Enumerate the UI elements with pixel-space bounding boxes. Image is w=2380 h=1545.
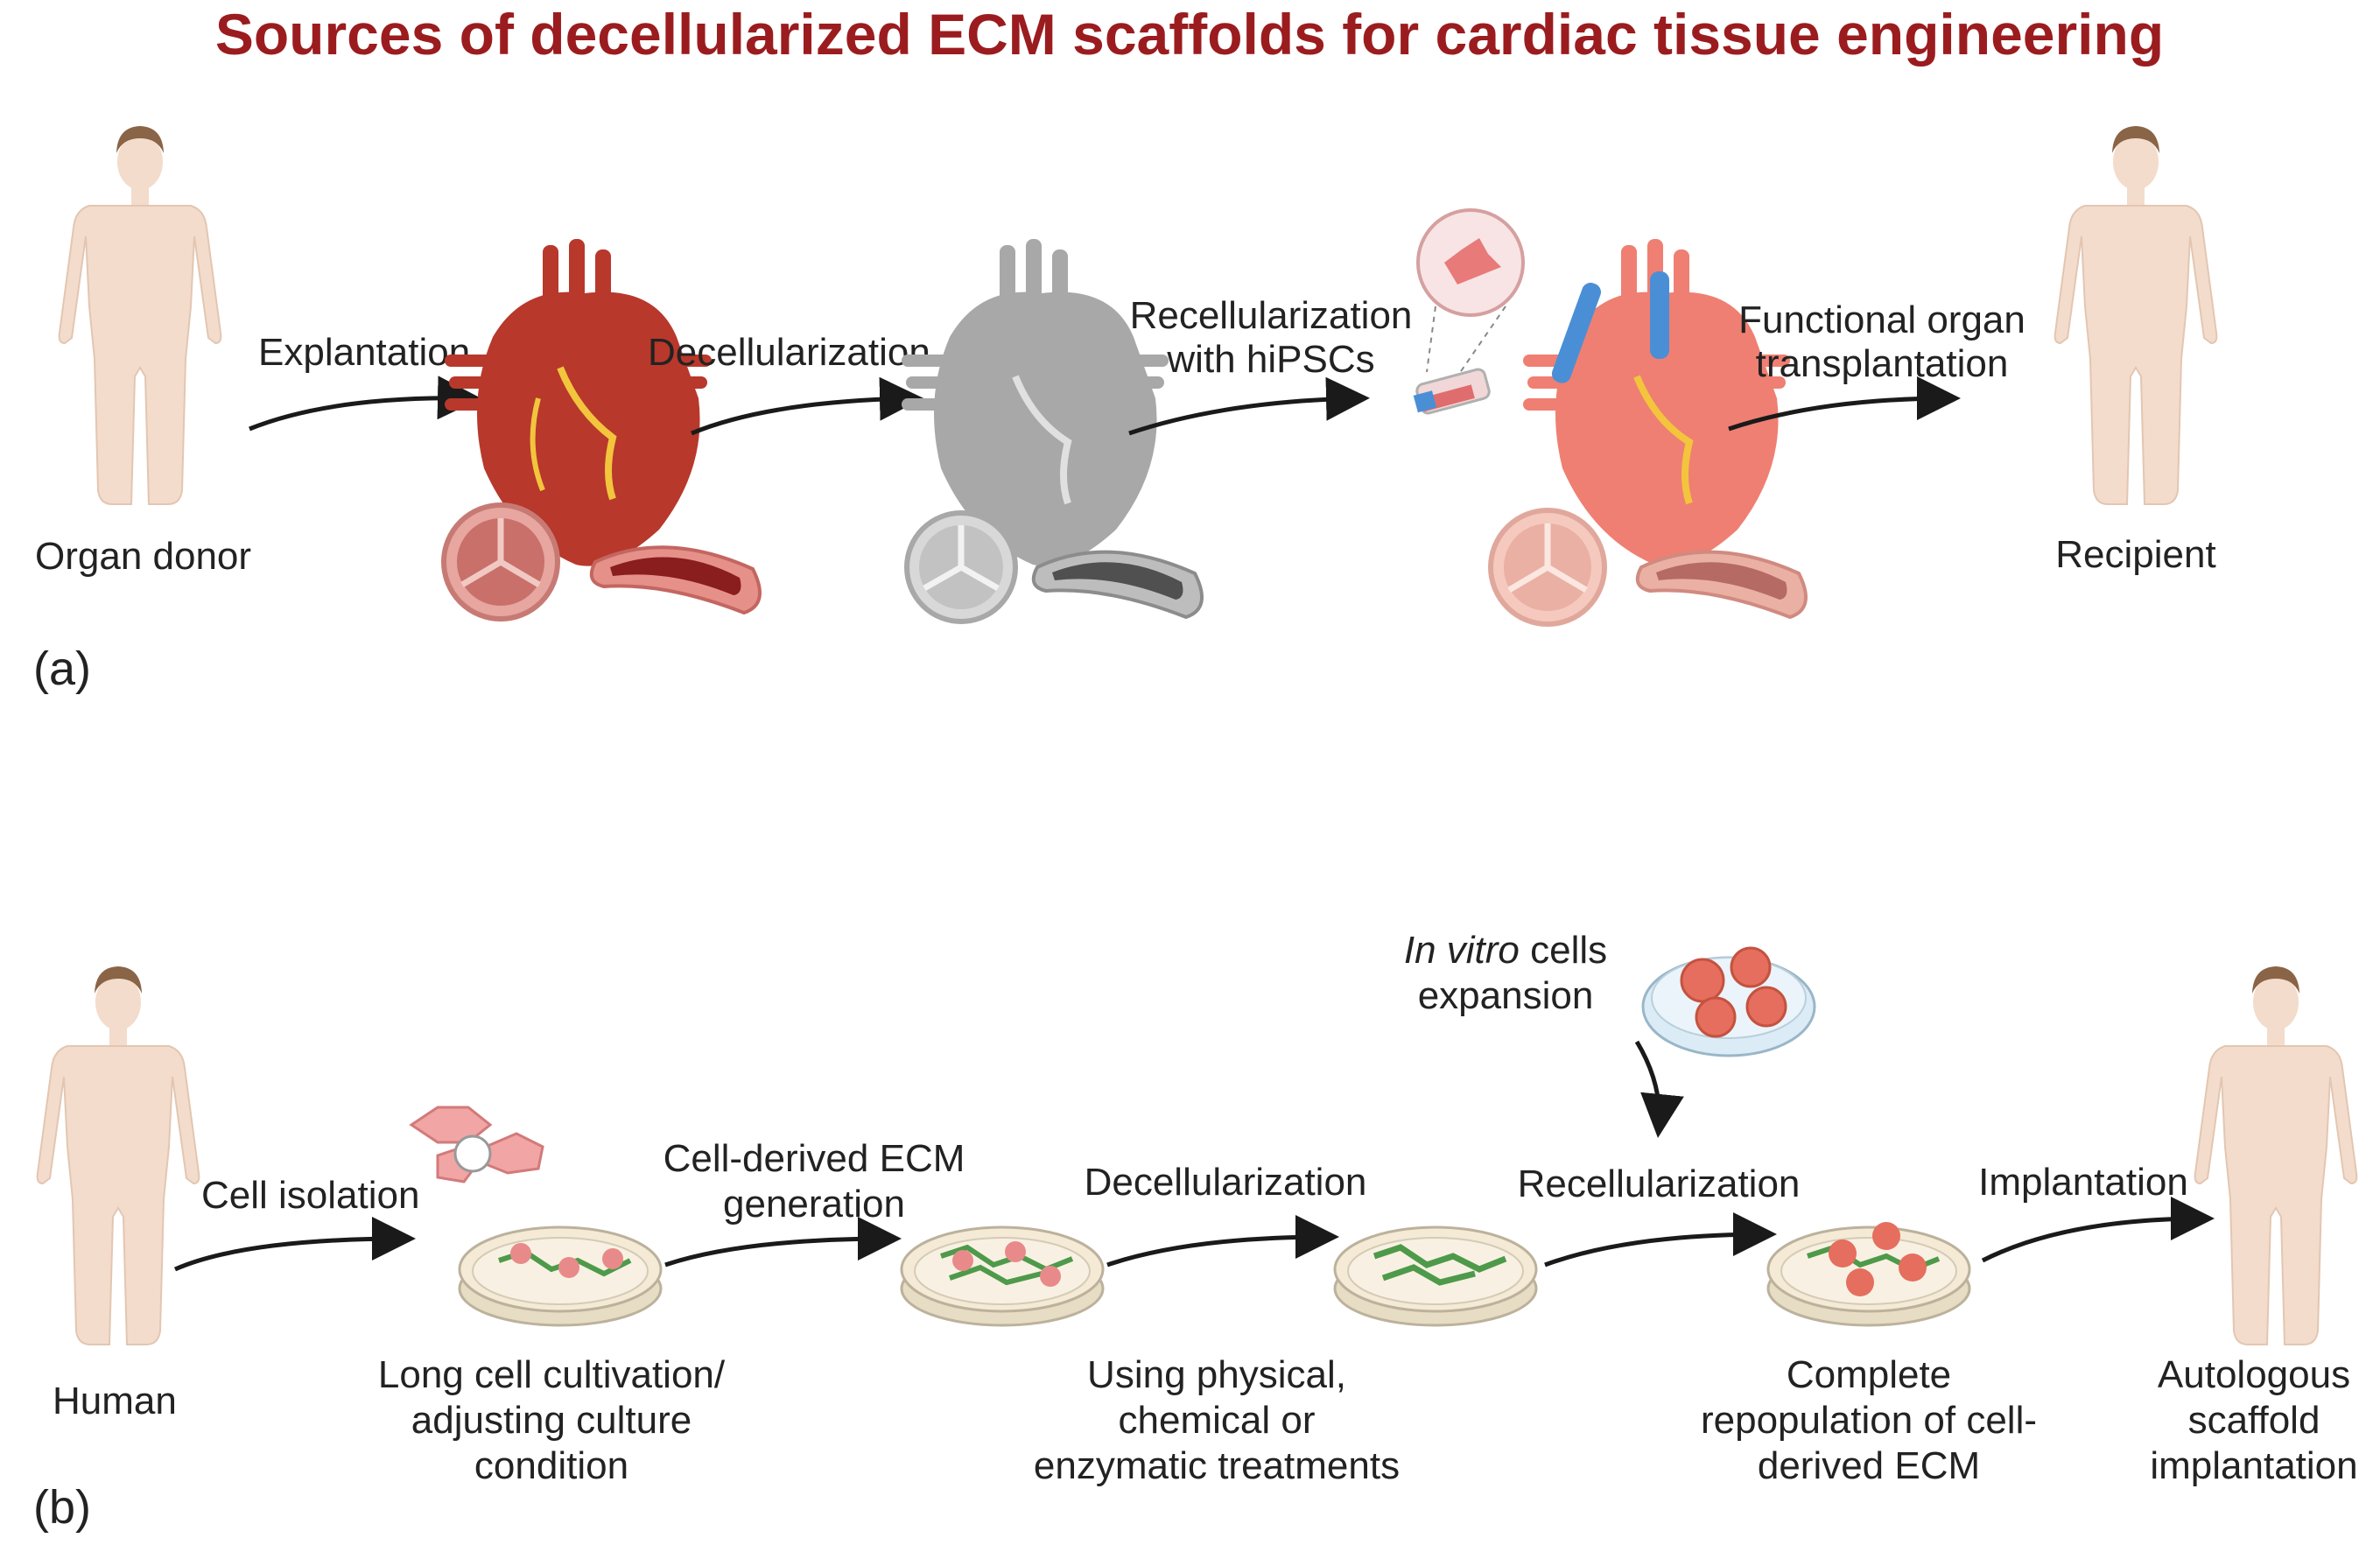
- explantation-label: Explantation: [258, 331, 470, 374]
- recellularized-heart-icon: [1523, 239, 1790, 566]
- repopulation-caption-line2: repopulation of cell-: [1701, 1399, 2037, 1442]
- decellularization-label-a: Decellularization: [648, 331, 930, 374]
- recellularized-vessel-icon: [1635, 550, 1808, 620]
- transplantation-label-line2: transplantation: [1756, 342, 2009, 385]
- cell-isolation-label: Cell isolation: [201, 1174, 419, 1217]
- native-heart-icon: [445, 239, 712, 566]
- implantation-arrow: [1981, 1197, 2215, 1263]
- recellularization-label-a-line1: Recellularization: [1130, 294, 1413, 337]
- decellularization-arrow-a: [691, 376, 923, 436]
- hipsc-cell-zoom-icon: [1416, 208, 1525, 377]
- in-vitro-expansion-label-line1: In vitro cells: [1404, 929, 1607, 972]
- treatments-caption-line3: enzymatic treatments: [1034, 1444, 1400, 1487]
- panel-a: Organ donor Explantation Decellularizati…: [33, 125, 2218, 695]
- decellularized-heart-icon: [902, 239, 1169, 566]
- in-vitro-italic: In vitro: [1404, 929, 1520, 972]
- cell-isolation-arrow: [173, 1217, 416, 1272]
- treatments-caption-line2: chemical or: [1119, 1399, 1316, 1442]
- recipient-label: Recipient: [2055, 533, 2215, 576]
- human-label: Human: [53, 1380, 177, 1422]
- panel-b: Human Cell isolation Long cell cultivati…: [33, 929, 2358, 1534]
- figure-title: Sources of decellularized ECM scaffolds …: [215, 2, 2164, 67]
- treatments-caption-line1: Using physical,: [1087, 1353, 1346, 1396]
- autologous-caption-line2: scaffold: [2188, 1399, 2320, 1442]
- expansion-arrow: [1634, 1040, 1684, 1138]
- cultivation-dish-icon: [458, 1225, 663, 1327]
- in-vitro-rest: cells: [1520, 929, 1607, 972]
- cell-flask-icon: [1413, 368, 1491, 415]
- cultivation-caption-line3: condition: [474, 1444, 628, 1487]
- explantation-arrow: [249, 376, 481, 432]
- decellularized-ecm-dish-icon: [1333, 1225, 1538, 1327]
- recellularized-valve-icon: [1488, 508, 1607, 627]
- decellularization-arrow-b: [1106, 1215, 1339, 1268]
- in-vitro-expansion-label-line2: expansion: [1418, 974, 1594, 1017]
- isolated-cells-icon: [409, 1106, 544, 1183]
- recellularization-arrow-a: [1128, 376, 1370, 436]
- organ-donor-figure: [58, 125, 222, 505]
- cultivation-caption-line2: adjusting culture: [411, 1399, 692, 1442]
- decellularized-valve-icon: [904, 510, 1018, 624]
- native-valve-icon: [441, 502, 560, 622]
- recellularization-label-a-line2: with hiPSCs: [1166, 338, 1374, 381]
- implantation-label: Implantation: [1978, 1161, 2188, 1204]
- organ-donor-label: Organ donor: [35, 535, 251, 578]
- repopulated-dish-icon: [1766, 1222, 1971, 1327]
- ecm-generation-label-line2: generation: [723, 1183, 905, 1225]
- transplantation-label-line1: Functional organ: [1738, 298, 2025, 341]
- ecm-generation-label-line1: Cell-derived ECM: [663, 1137, 965, 1180]
- recellularization-arrow-b: [1544, 1212, 1777, 1268]
- decellularized-vessel-icon: [1031, 550, 1204, 620]
- recellularization-label-b: Recellularization: [1518, 1162, 1801, 1205]
- decellularization-label-b: Decellularization: [1085, 1161, 1367, 1204]
- human-figure: [36, 966, 200, 1345]
- expansion-dish-icon: [1641, 946, 1816, 1057]
- autologous-caption-line1: Autologous: [2158, 1353, 2350, 1396]
- panel-a-label: (a): [33, 643, 91, 695]
- ecm-generation-arrow: [664, 1217, 902, 1268]
- native-vessel-icon: [589, 545, 762, 615]
- repopulation-caption-line1: Complete: [1787, 1353, 1951, 1396]
- panel-b-label: (b): [33, 1481, 91, 1534]
- autologous-caption-line3: implantation: [2150, 1444, 2357, 1487]
- cultivation-caption-line1: Long cell cultivation/: [378, 1353, 726, 1396]
- recipient-figure: [2054, 125, 2218, 505]
- autologous-recipient-figure: [2194, 966, 2358, 1345]
- repopulation-caption-line3: derived ECM: [1758, 1444, 1980, 1487]
- ecm-dish-icon: [900, 1225, 1105, 1327]
- transplantation-arrow: [1728, 376, 1961, 432]
